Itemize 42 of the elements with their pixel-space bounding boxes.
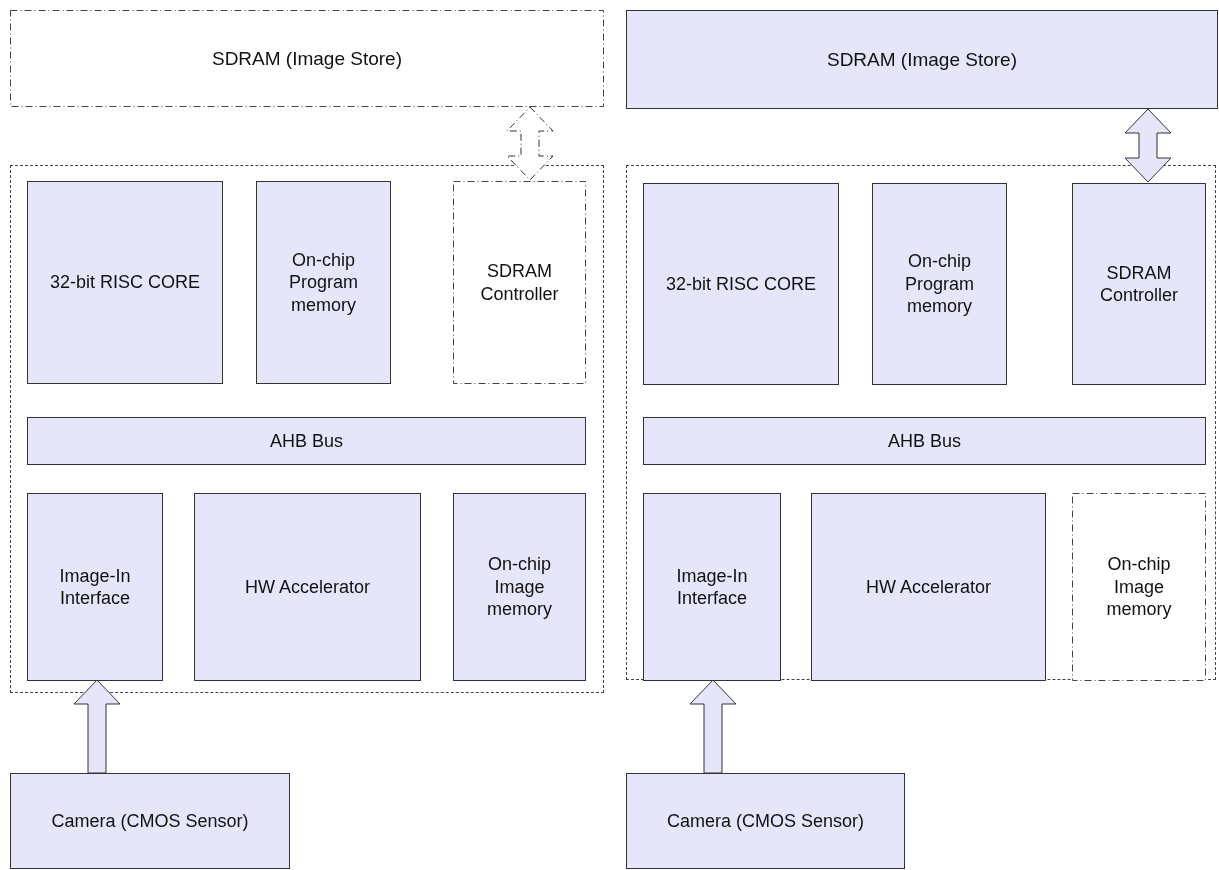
block-box (643, 493, 781, 681)
block-label: SDRAM Controller (1099, 261, 1179, 307)
block-box (453, 493, 586, 681)
block-label: SDRAM (Image Store) (210, 46, 403, 71)
block-box (27, 493, 163, 681)
block-box (626, 10, 1218, 109)
block-label: SDRAM Controller (479, 260, 560, 305)
dashdot-box (1072, 493, 1206, 681)
dashdot-box (453, 181, 586, 384)
block-label: On-chip Image memory (486, 553, 553, 621)
dashed-frame (626, 165, 1216, 680)
block-box (256, 181, 391, 384)
block-box (1072, 183, 1206, 385)
block-label: On-chip Program memory (288, 248, 359, 317)
block-box (27, 181, 223, 384)
block-box (643, 417, 1206, 465)
block-label: AHB Bus (887, 429, 962, 453)
block-box (626, 773, 905, 869)
block-box (27, 417, 586, 465)
block-label: On-chip Program memory (904, 250, 975, 318)
double-block-arrow (506, 106, 554, 181)
block-label: AHB Bus (269, 429, 344, 453)
block-label: HW Accelerator (864, 575, 992, 599)
double-block-arrow (1124, 108, 1172, 183)
block-box (643, 183, 839, 385)
block-label: On-chip Image memory (1105, 553, 1173, 621)
block-label: HW Accelerator (243, 575, 371, 599)
block-label: Image-In Interface (675, 564, 749, 610)
block-label: 32-bit RISC CORE (664, 272, 817, 296)
block-box (10, 773, 290, 869)
block-label: SDRAM (Image Store) (825, 47, 1018, 72)
dashdot-box (10, 10, 604, 107)
block-box (811, 493, 1046, 681)
block-box (194, 493, 421, 681)
dashed-frame (10, 165, 604, 693)
block-arrow (73, 679, 121, 774)
block-arrow (689, 679, 737, 774)
block-label: Camera (CMOS Sensor) (50, 809, 250, 833)
block-box (872, 183, 1007, 385)
block-label: 32-bit RISC CORE (48, 271, 201, 294)
block-label: Image-In Interface (58, 564, 132, 610)
block-label: Camera (CMOS Sensor) (665, 809, 865, 833)
